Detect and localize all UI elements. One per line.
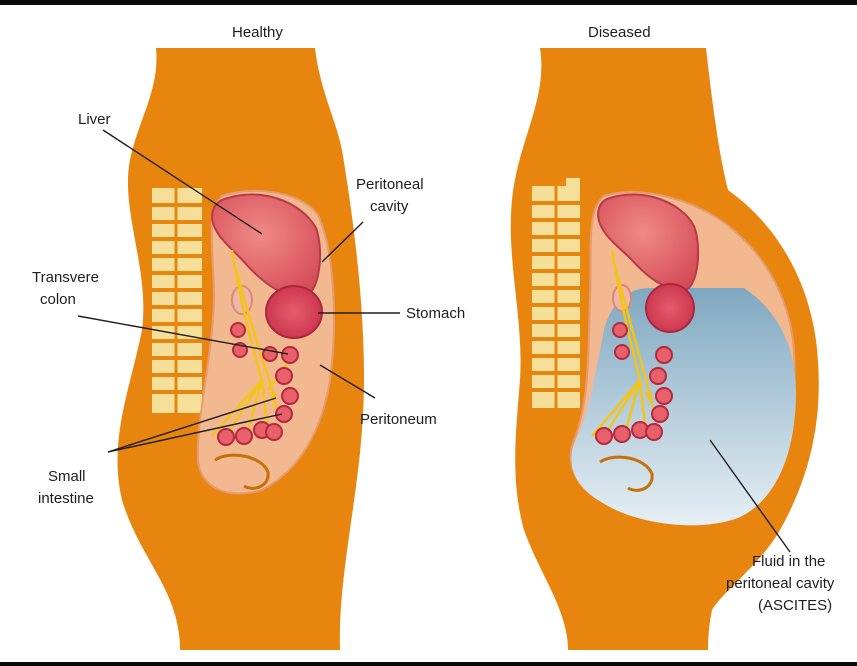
healthy-stomach xyxy=(266,286,322,338)
healthy-panel: Healthy Liver Peritoneal cavity Transver… xyxy=(32,24,465,650)
healthy-title: Healthy xyxy=(232,24,283,41)
fluid-label-1: Fluid in the xyxy=(752,553,825,570)
peritoneal-cavity-label-2: cavity xyxy=(370,198,409,215)
fluid-label-3: (ASCITES) xyxy=(758,597,832,614)
transverse-colon-label-2: colon xyxy=(40,291,76,308)
transverse-colon-label-1: Transvere xyxy=(32,269,99,286)
peritoneum-label: Peritoneum xyxy=(360,411,437,428)
small-intestine-label-1: Small xyxy=(48,468,86,485)
healthy-spine xyxy=(152,188,202,413)
peritoneal-cavity-label-1: Peritoneal xyxy=(356,176,424,193)
small-intestine-label-2: intestine xyxy=(38,490,94,507)
diseased-title: Diseased xyxy=(588,24,651,41)
diseased-spine xyxy=(532,178,580,408)
diseased-panel: Diseased Fluid in the peritoneal cavity … xyxy=(511,24,835,650)
top-border xyxy=(0,0,857,5)
diseased-stomach xyxy=(646,284,694,332)
bottom-border xyxy=(0,662,857,666)
fluid-label-2: peritoneal cavity xyxy=(726,575,835,592)
stomach-label: Stomach xyxy=(406,305,465,322)
liver-label: Liver xyxy=(78,111,111,128)
